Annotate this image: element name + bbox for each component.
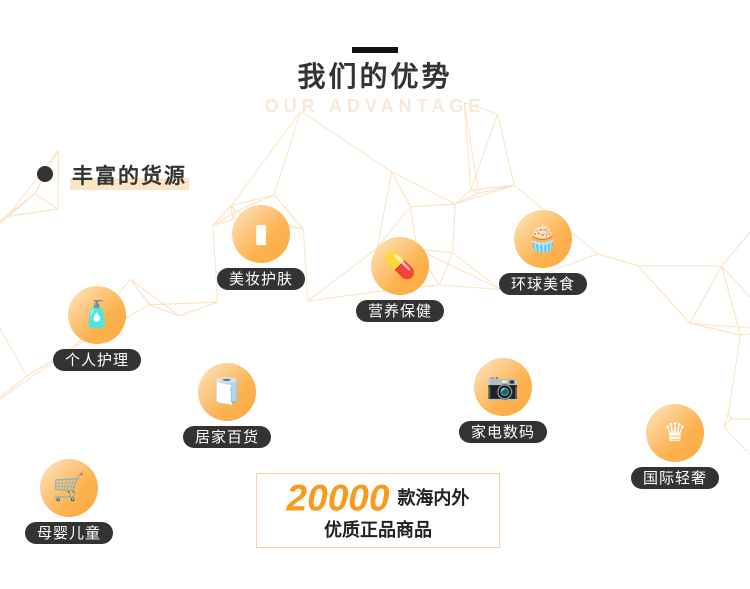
- net-line: [0, 193, 36, 221]
- toilet-paper-icon: 🧻: [198, 363, 256, 421]
- category-label: 环球美食: [498, 273, 587, 295]
- category-item[interactable]: 💊 营养保健: [340, 237, 460, 322]
- lipstick-icon: ▮: [232, 205, 290, 263]
- net-line: [721, 231, 750, 267]
- net-line: [178, 301, 218, 317]
- net-line: [129, 278, 150, 306]
- category-item[interactable]: 🧻 居家百货: [167, 363, 287, 448]
- category-label: 国际轻奢: [630, 467, 719, 489]
- category-label: 个人护理: [52, 349, 141, 371]
- net-line: [463, 102, 480, 194]
- net-line: [391, 171, 456, 205]
- net-line: [637, 265, 691, 324]
- net-line: [723, 418, 732, 428]
- category-item[interactable]: 🛒 母婴儿童: [9, 459, 129, 544]
- category-label: 美妆护肤: [216, 268, 305, 290]
- section-title: 丰富的货源: [70, 160, 189, 190]
- net-line: [728, 411, 732, 420]
- net-line: [0, 375, 28, 399]
- net-line: [454, 192, 479, 205]
- net-line: [410, 203, 456, 208]
- bullet-dot: [37, 166, 53, 182]
- net-line: [464, 102, 498, 115]
- category-item[interactable]: 🧁 环球美食: [483, 210, 603, 295]
- net-line: [231, 194, 275, 207]
- net-line: [0, 216, 8, 224]
- highlight-line1: 款海内外: [397, 487, 470, 509]
- page-title: 我们的优势: [297, 60, 453, 93]
- net-line: [689, 322, 750, 329]
- net-line: [130, 278, 180, 317]
- net-line: [728, 335, 741, 412]
- net-line: [689, 265, 723, 324]
- net-line: [230, 111, 302, 206]
- camera-icon: 📷: [474, 358, 532, 416]
- net-line: [730, 418, 750, 420]
- category-item[interactable]: ▮ 美妆护肤: [201, 205, 321, 290]
- net-line: [149, 304, 180, 317]
- net-line: [463, 102, 472, 190]
- net-line: [212, 218, 234, 226]
- stroller-icon: 🛒: [40, 459, 98, 517]
- net-line: [273, 111, 302, 196]
- net-line: [439, 284, 501, 290]
- net-line: [721, 265, 750, 298]
- net-line: [723, 426, 750, 456]
- net-line: [230, 205, 237, 212]
- net-line: [723, 411, 730, 427]
- net-line: [721, 231, 750, 267]
- heading-bar: [352, 47, 398, 53]
- net-line: [455, 184, 515, 205]
- net-line: [235, 194, 275, 212]
- net-line: [721, 265, 741, 336]
- net-line: [232, 211, 237, 220]
- category-label: 居家百货: [182, 426, 271, 448]
- net-line: [689, 322, 741, 336]
- net-line: [470, 189, 479, 194]
- net-line: [452, 204, 456, 253]
- net-line: [7, 193, 36, 217]
- net-line: [454, 189, 472, 205]
- net-line: [212, 205, 232, 226]
- category-label: 营养保健: [355, 300, 444, 322]
- net-line: [302, 228, 309, 301]
- net-line: [391, 171, 411, 207]
- net-line: [376, 171, 393, 249]
- highlight-box: 20000 款海内外 优质正品商品: [256, 473, 500, 548]
- crown-icon: ♛: [646, 404, 704, 462]
- category-item[interactable]: ♛ 国际轻奢: [615, 404, 735, 489]
- cupcake-icon: 🧁: [514, 210, 572, 268]
- net-line: [438, 252, 454, 286]
- net-line: [740, 333, 750, 336]
- page-subtitle: OUR ADVANTAGE: [264, 96, 486, 116]
- highlight-line2: 优质正品商品: [324, 520, 432, 541]
- product-count: 20000: [286, 477, 390, 519]
- net-line: [273, 194, 304, 230]
- net-line: [307, 247, 378, 302]
- net-line: [230, 205, 234, 220]
- pill-icon: 💊: [371, 237, 429, 295]
- category-item[interactable]: 🧴 个人护理: [37, 286, 157, 371]
- net-line: [7, 149, 59, 217]
- category-label: 家电数码: [458, 421, 547, 443]
- category-label: 母婴儿童: [24, 522, 113, 544]
- net-line: [7, 208, 59, 217]
- lotion-bottle-icon: 🧴: [68, 286, 126, 344]
- category-item[interactable]: 📷 家电数码: [443, 358, 563, 443]
- net-line: [497, 114, 515, 186]
- net-line: [478, 184, 515, 194]
- net-line: [0, 215, 8, 223]
- net-line: [300, 110, 393, 173]
- net-line: [470, 113, 499, 191]
- net-line: [0, 327, 28, 377]
- net-line: [212, 225, 219, 303]
- net-line: [34, 193, 59, 210]
- net-line: [597, 253, 639, 267]
- net-line: [307, 290, 383, 302]
- net-line: [416, 248, 501, 290]
- net-line: [452, 252, 501, 290]
- net-line: [149, 301, 218, 306]
